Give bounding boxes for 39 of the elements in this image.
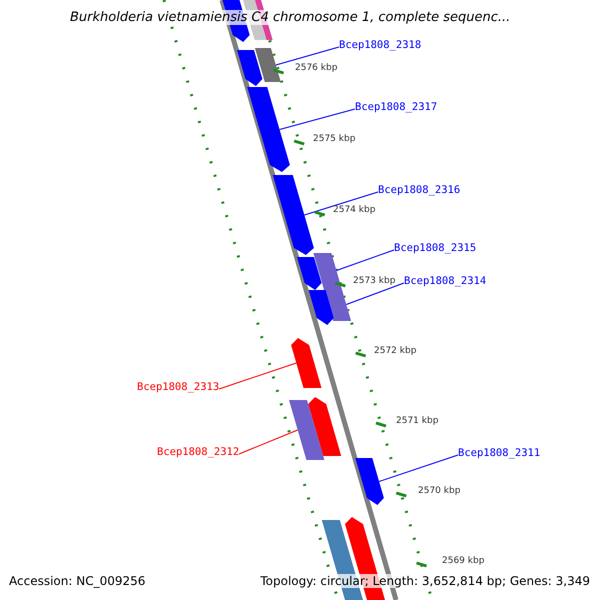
leader-line (304, 192, 378, 216)
gene-bar (272, 175, 314, 255)
gene-label: Bcep1808_2313 (137, 381, 220, 393)
gene-bar (237, 50, 262, 86)
leader-line (279, 108, 356, 130)
gene-bar (297, 257, 322, 290)
scale-label: 2571 kbp (396, 416, 438, 426)
scale-label: 2572 kbp (374, 346, 416, 356)
gene-bar (254, 48, 281, 82)
gene-bar (289, 400, 324, 460)
scale-label: 2573 kbp (353, 276, 396, 286)
scale-label: 2575 kbp (313, 134, 356, 144)
gene-bar (355, 458, 384, 505)
gene-bar (291, 338, 322, 388)
gene-bar (324, 288, 352, 321)
gene-bar (308, 290, 334, 325)
gene-label: Bcep1808_2317 (355, 101, 438, 113)
leader-line (346, 282, 404, 305)
gene-label: Bcep1808_2311 (458, 447, 540, 459)
accession-text: Accession: NC_009256 (9, 574, 146, 588)
leader-line (378, 454, 458, 482)
gene-label: Bcep1808_2316 (378, 184, 460, 196)
gene-bar (308, 397, 342, 456)
title: Burkholderia vietnamiensis C4 chromosome 1, complete sequenc... (70, 10, 510, 25)
gene-label: Bcep1808_2312 (157, 446, 240, 458)
scale-label: 2574 kbp (333, 205, 376, 215)
scale-label: 2570 kbp (418, 486, 460, 496)
gene-label: Bcep1808_2315 (394, 242, 476, 254)
gene-label: Bcep1808_2314 (404, 275, 486, 287)
scale-label: 2569 kbp (442, 556, 484, 566)
scale-label: 2576 kbp (295, 63, 338, 73)
summary-text: Topology: circular; Length: 3,652,814 bp; Genes: 3,349 (260, 574, 590, 588)
leader-line (238, 430, 298, 454)
gene-label: Bcep1808_2318 (339, 39, 422, 51)
gene-bar (313, 253, 342, 288)
leader-line (275, 46, 340, 66)
gene-bar (247, 87, 290, 172)
leader-line (218, 362, 297, 390)
leader-line (336, 250, 394, 271)
